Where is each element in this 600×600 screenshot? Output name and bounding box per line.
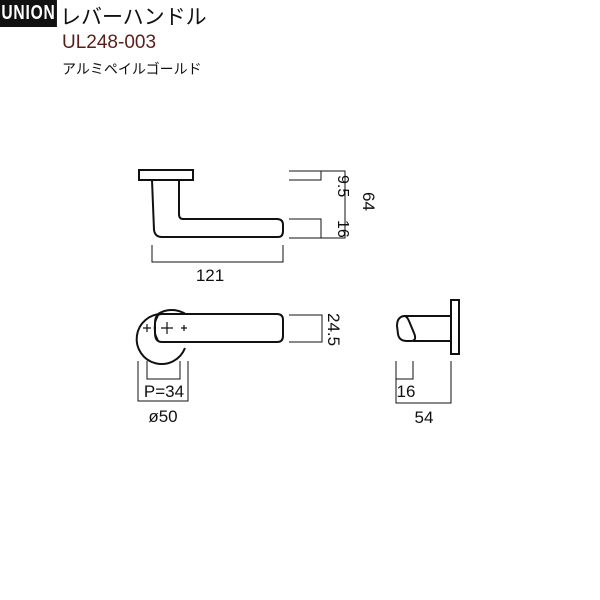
dim-lever-depth-label: 16 xyxy=(397,382,416,401)
dim-total-projection-label: 64 xyxy=(359,192,378,211)
product-type-title: レバーハンドル xyxy=(60,5,207,29)
union-brand-logo: UNION xyxy=(0,0,57,27)
screw-plus-icon xyxy=(143,324,151,332)
dim-total-depth-label: 54 xyxy=(415,408,434,427)
spindle-plus-icon xyxy=(161,322,173,334)
lever-profile-front xyxy=(151,179,284,238)
dim-lever-width-label: 24.5 xyxy=(324,313,343,346)
rose-plate-side xyxy=(450,299,460,355)
product-code: UL248-003 xyxy=(62,32,157,53)
rose-plate-front xyxy=(138,169,194,181)
front-view xyxy=(138,169,284,238)
dim-pitch-label: P=34 xyxy=(144,382,184,401)
lever-end-section xyxy=(395,314,417,342)
plan-view xyxy=(135,308,284,365)
side-view xyxy=(395,299,460,355)
lever-shaft-side xyxy=(404,315,451,342)
side-view-dimensions xyxy=(395,361,452,404)
plan-view-dimensions xyxy=(137,314,323,402)
screw-plus-icon xyxy=(181,325,187,331)
product-finish: アルミペイルゴールド xyxy=(62,62,202,78)
dim-lever-thickness-label: 16 xyxy=(334,220,351,238)
front-view-dimensions xyxy=(151,170,346,263)
rose-circle xyxy=(135,312,186,365)
dim-rose-diameter-label: ø50 xyxy=(148,407,177,426)
dim-length-label: 121 xyxy=(196,266,224,285)
screw-marks xyxy=(143,322,187,334)
dim-rose-thickness-label: 9.5 xyxy=(334,175,351,197)
lever-plan xyxy=(154,313,284,343)
